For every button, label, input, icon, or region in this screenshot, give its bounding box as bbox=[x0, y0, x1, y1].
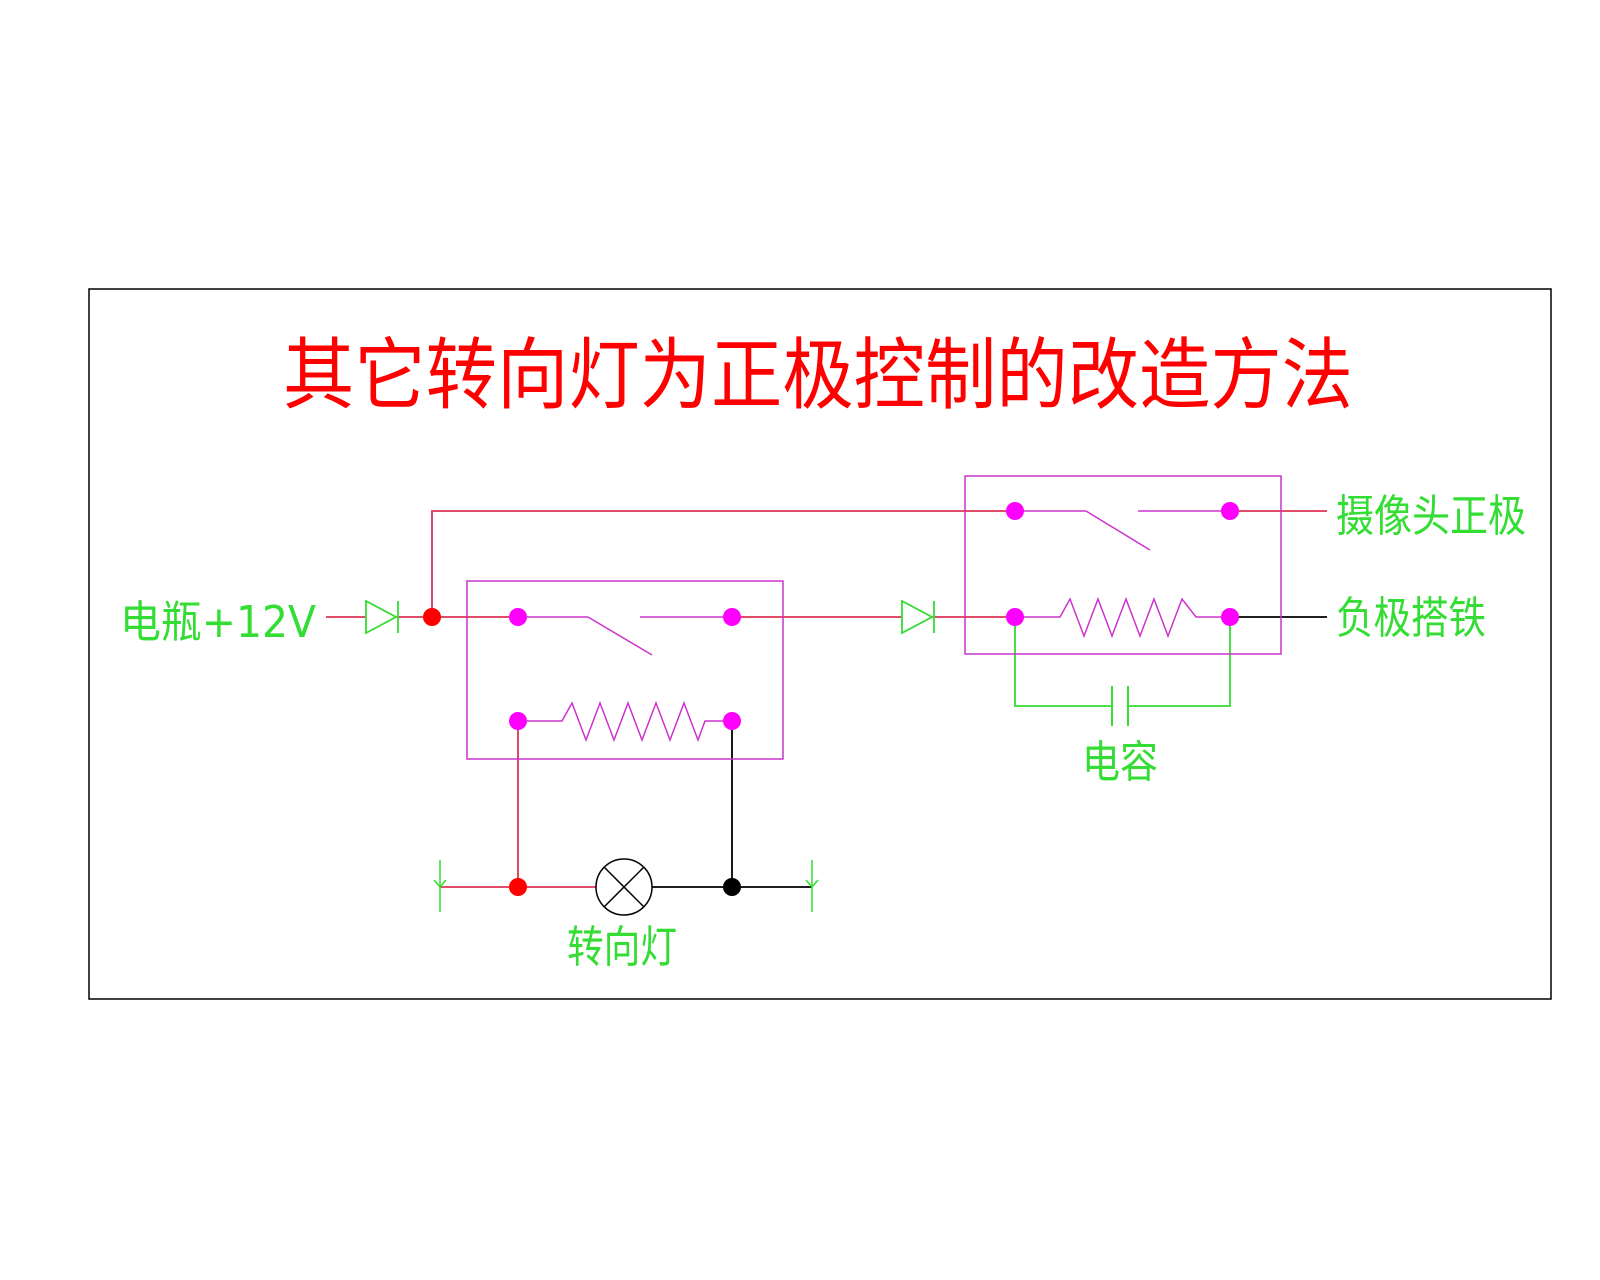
diode-icon bbox=[365, 599, 399, 635]
relay-2-switch-in-node bbox=[1006, 502, 1024, 520]
switch-contact-icon bbox=[518, 616, 732, 656]
terminal-tick-left bbox=[433, 879, 447, 889]
camera-positive-label: 摄像头正极 bbox=[1336, 491, 1526, 542]
capacitor-label: 电容 bbox=[1082, 737, 1158, 788]
diode-icon bbox=[901, 599, 935, 635]
wire-capacitor-left bbox=[1014, 617, 1112, 707]
relay-1 bbox=[466, 580, 784, 760]
switch-contact-icon bbox=[1015, 510, 1230, 551]
negative-ground-label: 负极搭铁 bbox=[1336, 593, 1486, 644]
wire-capacitor-right bbox=[1128, 617, 1231, 707]
lamp-icon bbox=[595, 858, 653, 916]
wire-junction-to-relay2-switch bbox=[431, 510, 1015, 617]
terminal-tick-right bbox=[805, 879, 819, 889]
junction-node bbox=[423, 608, 441, 626]
relay-2-box bbox=[964, 475, 1282, 655]
lamp-right-node bbox=[723, 878, 741, 896]
battery-label: 电瓶+12V bbox=[120, 597, 316, 648]
relay-1-switch-out-node bbox=[723, 608, 741, 626]
relay-2-coil-right-node bbox=[1221, 608, 1239, 626]
diagram-frame bbox=[88, 288, 1552, 1000]
lamp-left-node bbox=[509, 878, 527, 896]
relay-1-switch-in-node bbox=[509, 608, 527, 626]
relay-2-coil-left-node bbox=[1006, 608, 1024, 626]
turn-signal-label: 转向灯 bbox=[567, 922, 677, 973]
relay-1-coil-left-node bbox=[509, 712, 527, 730]
relay-2 bbox=[964, 475, 1282, 655]
page-title: 其它转向灯为正极控制的改造方法 bbox=[283, 331, 1353, 421]
coil-icon bbox=[1015, 596, 1230, 639]
relay-1-coil-right-node bbox=[723, 712, 741, 730]
coil-icon bbox=[518, 700, 732, 743]
relay-1-box bbox=[466, 580, 784, 760]
relay-2-switch-out-node bbox=[1221, 502, 1239, 520]
capacitor-icon bbox=[1111, 686, 1129, 726]
